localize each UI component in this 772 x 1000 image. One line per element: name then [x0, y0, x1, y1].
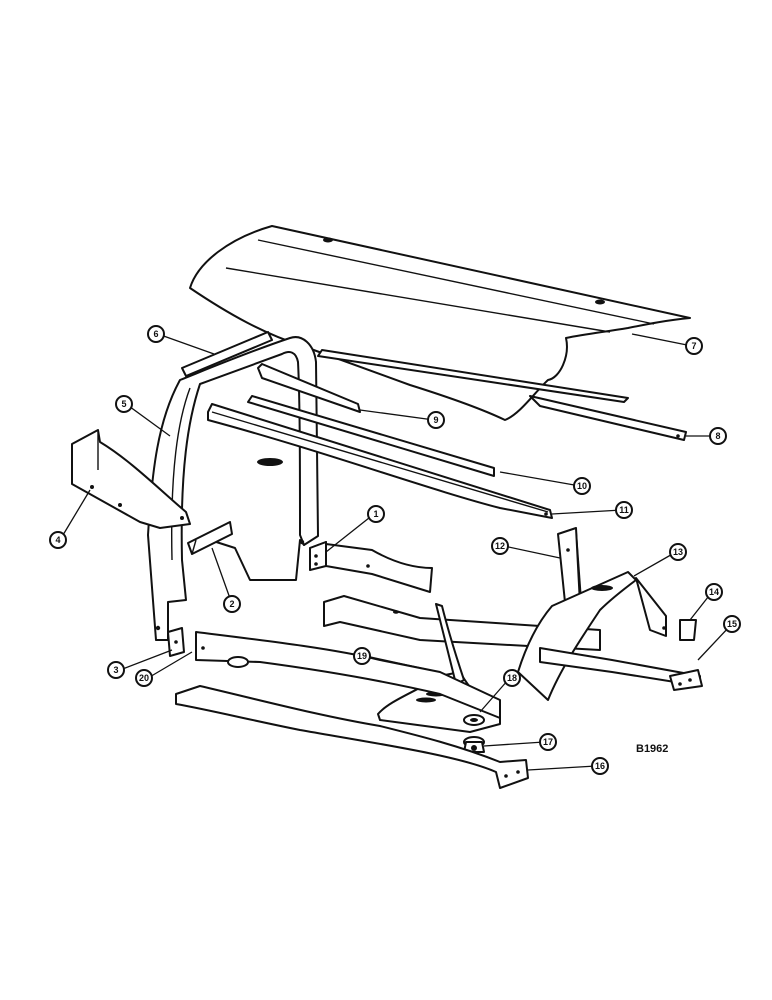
callout-12: 12 [491, 537, 561, 559]
callout-16: 16 [527, 757, 609, 775]
svg-text:7: 7 [691, 341, 696, 351]
callout-13: 13 [633, 543, 687, 577]
svg-text:18: 18 [507, 673, 517, 683]
svg-text:6: 6 [153, 329, 158, 339]
svg-text:10: 10 [577, 481, 587, 491]
svg-text:4: 4 [55, 535, 60, 545]
callout-6: 6 [147, 325, 215, 355]
callout-3: 3 [107, 649, 173, 679]
base-rail-part [175, 685, 529, 789]
callout-4: 4 [49, 489, 91, 549]
callout-10: 10 [499, 471, 591, 495]
svg-text:8: 8 [715, 431, 720, 441]
svg-text:3: 3 [113, 665, 118, 675]
upper-rear-rail-part [317, 349, 687, 441]
svg-text:20: 20 [139, 673, 149, 683]
svg-text:11: 11 [619, 505, 629, 515]
upper-strap-part [181, 331, 273, 377]
svg-text:5: 5 [121, 399, 126, 409]
callout-2: 2 [211, 547, 241, 613]
callout-15: 15 [697, 615, 741, 661]
rail-9-part [257, 363, 361, 413]
front-crossmember-part [309, 541, 433, 593]
lower-front-crossmember-part [195, 631, 501, 719]
callout-17: 17 [483, 733, 557, 751]
callout-9: 9 [359, 409, 445, 429]
svg-text:12: 12 [495, 541, 505, 551]
svg-text:1: 1 [373, 509, 378, 519]
rail-10-part [247, 395, 495, 477]
callout-20: 20 [135, 651, 193, 687]
canopy-top-part [189, 225, 691, 421]
svg-text:17: 17 [543, 737, 553, 747]
callout-7: 7 [631, 333, 703, 355]
side-bracket-part [71, 429, 191, 529]
figure-code-label: B1962 [636, 743, 668, 755]
svg-text:9: 9 [433, 415, 438, 425]
callout-8: 8 [686, 427, 727, 445]
svg-text:15: 15 [727, 619, 737, 629]
callout-18: 18 [479, 669, 521, 713]
svg-text:19: 19 [357, 651, 367, 661]
side-frame-part [147, 336, 319, 641]
callout-1: 1 [325, 505, 385, 553]
svg-text:13: 13 [673, 547, 683, 557]
svg-text:2: 2 [229, 599, 234, 609]
rear-side-rail-part [539, 647, 703, 691]
corner-tab-part [679, 619, 697, 641]
callout-14: 14 [689, 583, 723, 621]
callout-19: 19 [353, 647, 431, 671]
callout-11: 11 [551, 501, 633, 519]
svg-text:14: 14 [709, 587, 719, 597]
corner-bracket-part [167, 627, 185, 657]
inner-bracket-part [187, 521, 233, 555]
callout-5: 5 [115, 395, 171, 437]
long-angle-rail-part [207, 403, 553, 519]
svg-text:16: 16 [595, 761, 605, 771]
